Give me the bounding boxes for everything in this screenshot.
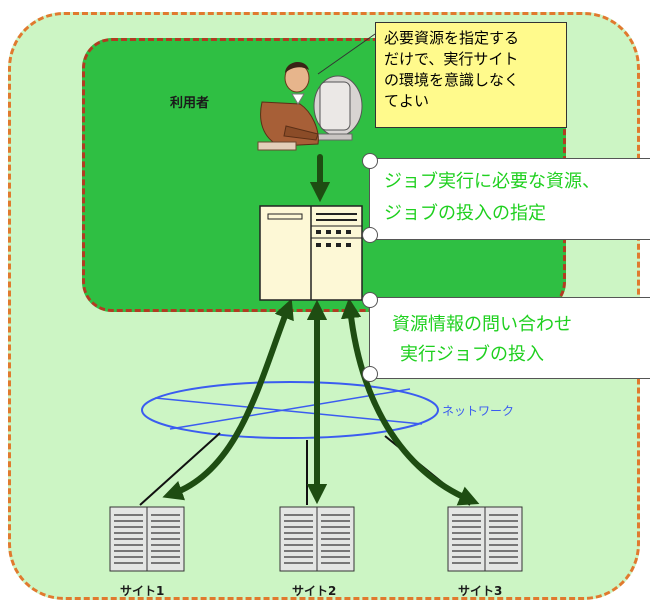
user-label: 利用者 bbox=[170, 96, 210, 111]
site-label-3: サイト3 bbox=[458, 584, 503, 598]
scroll-curl bbox=[362, 153, 378, 169]
site1-arrow bbox=[162, 298, 294, 501]
callout-line: 必要資源を指定する bbox=[384, 29, 520, 47]
network-label: ネットワーク bbox=[442, 404, 515, 418]
job-spec-scroll: ジョブ実行に必要な資源、 ジョブの投入の指定 bbox=[362, 153, 650, 243]
site2-server-icon bbox=[279, 506, 355, 572]
scroll-curl bbox=[362, 292, 378, 308]
network-ring bbox=[141, 381, 439, 439]
callout-pointer bbox=[317, 33, 376, 75]
job-arrows bbox=[162, 154, 480, 506]
user-at-computer-icon bbox=[257, 62, 363, 151]
resource-query-scroll: 資源情報の問い合わせ 実行ジョブの投入 bbox=[362, 292, 650, 382]
site-label-1: サイト1 bbox=[120, 584, 165, 598]
site-label-2: サイト2 bbox=[292, 584, 337, 598]
callout-line: の環境を意識しなく bbox=[384, 71, 520, 89]
broker-server bbox=[259, 205, 363, 301]
job-spec-line: ジョブ実行に必要な資源、 bbox=[384, 171, 600, 192]
job-spec-line: ジョブの投入の指定 bbox=[384, 203, 546, 224]
site3-arrow bbox=[340, 297, 480, 506]
resource-query-line: 実行ジョブの投入 bbox=[400, 344, 544, 365]
scroll-curl bbox=[362, 227, 378, 243]
site3-server-icon bbox=[447, 506, 523, 572]
scroll-curl bbox=[362, 366, 378, 382]
callout-line: てよい bbox=[384, 92, 430, 110]
user-callout: 必要資源を指定する だけで、実行サイト の環境を意識しなく てよい bbox=[375, 22, 567, 128]
callout-line: だけで、実行サイト bbox=[384, 50, 519, 68]
site1-server-icon bbox=[109, 506, 185, 572]
resource-query-line: 資源情報の問い合わせ bbox=[392, 314, 572, 335]
